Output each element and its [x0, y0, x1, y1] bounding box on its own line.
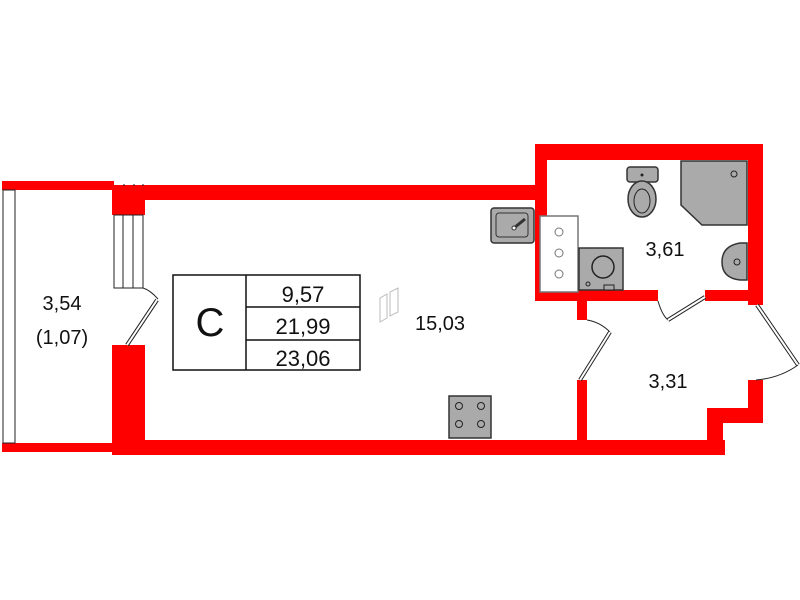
info-table: C 9,57 21,99 23,06: [172, 274, 361, 371]
total-area-value: 21,99: [275, 314, 330, 339]
living-area-value: 9,57: [282, 282, 325, 307]
balcony-bottom-wall: [2, 443, 114, 452]
bathroom-area-label: 3,61: [646, 239, 685, 261]
balcony-door[interactable]: [125, 287, 159, 347]
balcony-reduced-area-label: (1,07): [36, 327, 88, 349]
bathroom-bottom-wall-right: [705, 290, 750, 301]
bathroom-door[interactable]: [657, 295, 707, 322]
bathroom-top-wall: [535, 144, 763, 160]
wardrobe-icon: [379, 287, 399, 323]
hallway-wall-upper: [577, 300, 587, 320]
hallway-door[interactable]: [578, 319, 612, 382]
bathroom-bottom-wall-left: [535, 290, 658, 301]
stove-icon: [448, 395, 492, 439]
balcony-glazing: [2, 189, 16, 444]
wall-pier-top: [112, 185, 145, 215]
entrance-step-wall-lower: [707, 408, 723, 455]
wall-pier-bottom: [112, 345, 145, 455]
window: [113, 184, 144, 289]
shower-icon: [680, 160, 748, 226]
bathroom-right-wall: [748, 144, 763, 305]
kitchen-sink-icon: [490, 207, 535, 244]
balcony-top-wall: [2, 181, 114, 190]
washing-machine-icon: [578, 247, 624, 291]
apartment-type-label: C: [196, 301, 225, 345]
main-bottom-wall: [112, 440, 725, 455]
living-room-area-label: 15,03: [415, 313, 465, 335]
hallway-wall-lower: [577, 380, 587, 445]
entrance-door[interactable]: [755, 303, 800, 381]
main-top-wall: [112, 185, 542, 200]
balcony: [2, 181, 114, 452]
counter-with-burners: [539, 215, 579, 293]
balcony-area-label: 3,54: [43, 293, 82, 315]
hallway-area-label: 3,31: [649, 371, 688, 393]
toilet-icon: [626, 166, 659, 218]
bathroom-sink-icon: [721, 242, 748, 281]
total-with-balcony-value: 23,06: [275, 346, 330, 371]
